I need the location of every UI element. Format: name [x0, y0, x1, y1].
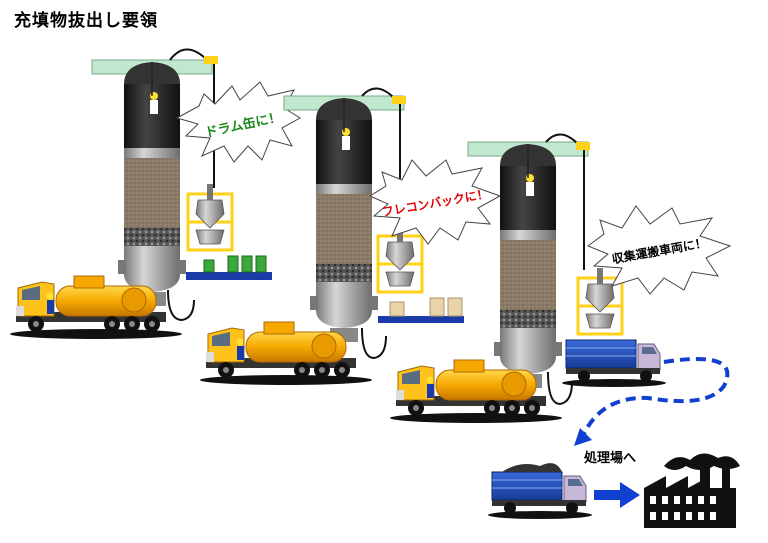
arrow-to-plant-shaft [594, 490, 620, 500]
scene-drum: ドラム缶に！ [9, 48, 301, 340]
route-arrow [580, 357, 730, 439]
factory-icon [644, 453, 740, 528]
destination-label: 処理場へ [583, 450, 636, 466]
route-arrowhead [574, 428, 592, 446]
drum-group [203, 255, 267, 273]
scene-flecon: フレコンバックに！ [199, 87, 502, 386]
dump-truck [487, 463, 593, 520]
arrow-to-plant-head [620, 482, 640, 508]
page-title: 充填物抜出し要領 [14, 11, 158, 31]
scene-truck: 収集運搬車両に！ [389, 133, 732, 424]
destination-group: 処理場へ [487, 450, 740, 528]
bag-group [389, 297, 463, 317]
